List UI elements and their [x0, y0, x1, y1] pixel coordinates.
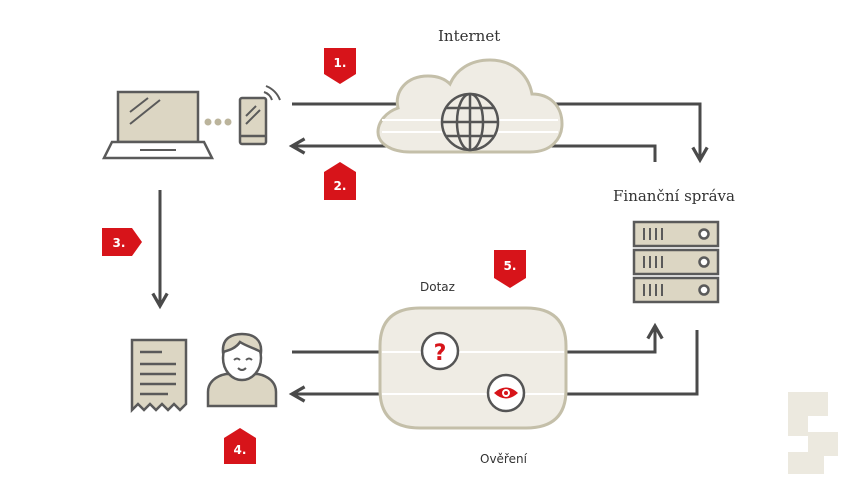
step-badge-4: 4. [224, 428, 256, 464]
smartphone-icon [238, 85, 281, 146]
financni-sprava-label: Finanční správa [613, 187, 735, 205]
step-5-label: 5. [504, 259, 517, 273]
step-badge-5: 5. [494, 250, 526, 288]
eye-icon [486, 373, 526, 413]
receipt-icon [130, 338, 188, 414]
step-badge-2: 2. [324, 162, 356, 200]
step-3-label: 3. [113, 236, 126, 250]
svg-text:?: ? [434, 341, 447, 366]
question-mark-icon: ? [420, 331, 460, 371]
internet-label: Internet [438, 27, 501, 45]
laptop-icon [101, 90, 215, 160]
step-badge-1: 1. [324, 48, 356, 84]
step-badge-3: 3. [102, 228, 142, 256]
step-2-label: 2. [334, 179, 347, 193]
step-1-label: 1. [334, 56, 347, 70]
verification-box [378, 306, 568, 430]
server-icon [632, 220, 720, 304]
dotaz-label: Dotaz [420, 280, 455, 294]
person-icon [206, 332, 278, 408]
globe-icon [440, 92, 500, 152]
brand-logo [788, 392, 838, 474]
overeni-label: Ověření [480, 452, 527, 466]
step-4-label: 4. [234, 443, 247, 457]
connection-dots [204, 118, 232, 126]
